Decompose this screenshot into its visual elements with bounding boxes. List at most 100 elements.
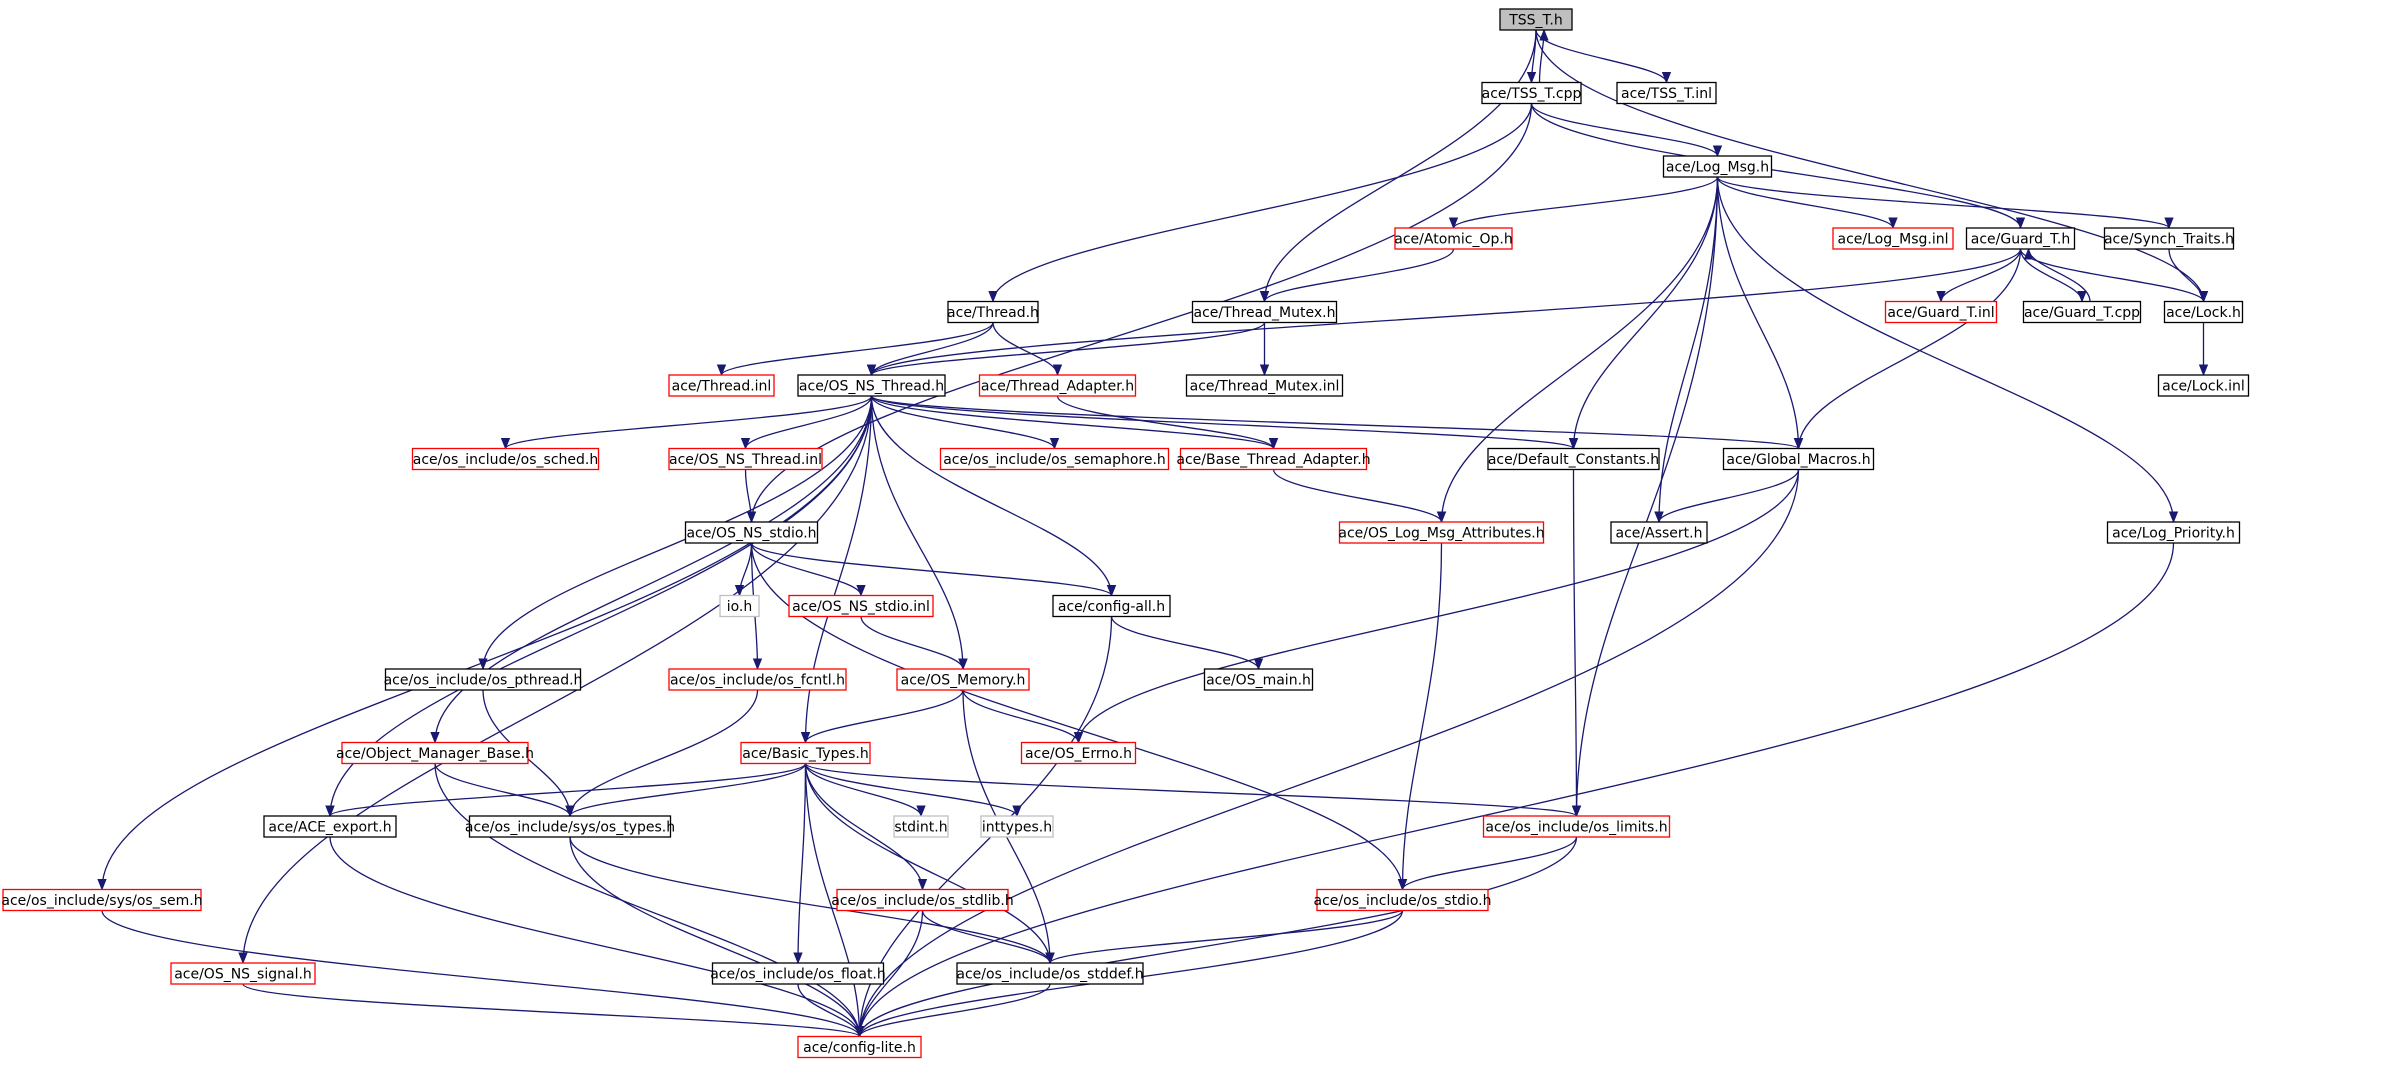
node-label: ace/Guard_T.inl bbox=[1887, 305, 1994, 321]
edge-basic_types_h-to-sys_os_types_h bbox=[565, 763, 807, 818]
edge-thread_h-to-os_ns_thread_h bbox=[866, 322, 994, 377]
edge-basic_types_h-to-os_stdlib_h bbox=[804, 763, 928, 891]
node-atomic-op-h[interactable]: ace/Atomic_Op.h bbox=[1394, 227, 1513, 250]
edge-os_ns_thread_h-to-sys_os_sem_h bbox=[97, 395, 873, 891]
node-label: ace/Guard_T.cpp bbox=[2024, 305, 2140, 321]
node-stdint-h[interactable]: stdint.h bbox=[893, 815, 949, 838]
node-label: ace/Log_Priority.h bbox=[2112, 526, 2235, 542]
node-os-stdlib-h[interactable]: ace/os_include/os_stdlib.h bbox=[831, 888, 1014, 912]
node-basic-types-h[interactable]: ace/Basic_Types.h bbox=[740, 741, 871, 765]
node-box bbox=[1185, 374, 1344, 397]
node-box bbox=[2106, 521, 2241, 544]
node-thread-inl[interactable]: ace/Thread.inl bbox=[668, 374, 775, 397]
node-box bbox=[978, 374, 1137, 397]
node-log-msg-inl[interactable]: ace/Log_Msg.inl bbox=[1832, 227, 1954, 250]
node-label: ace/os_include/sys/os_types.h bbox=[465, 820, 675, 836]
node-log-msg-h[interactable]: ace/Log_Msg.h bbox=[1662, 155, 1773, 178]
edge-tss_t_cpp-to-tss_t_h bbox=[1538, 28, 1549, 83]
node-box bbox=[896, 668, 1030, 691]
node-os-float-h[interactable]: ace/os_include/os_float.h bbox=[710, 962, 886, 985]
node-guard-t-inl[interactable]: ace/Guard_T.inl bbox=[1884, 300, 1998, 324]
node-lock-inl[interactable]: ace/Lock.inl bbox=[2157, 374, 2250, 397]
node-box bbox=[411, 447, 600, 471]
node-label: ace/os_include/sys/os_sem.h bbox=[1, 893, 202, 909]
node-label: ace/os_include/os_fcntl.h bbox=[670, 673, 845, 689]
edge-basic_types_h-to-os_limits_h bbox=[804, 762, 1581, 818]
edge-log_msg_h-to-log_msg_inl bbox=[1716, 176, 1898, 230]
node-assert-h[interactable]: ace/Assert.h bbox=[1610, 521, 1708, 544]
node-os-stdio-h[interactable]: ace/os_include/os_stdio.h bbox=[1314, 888, 1492, 912]
node-tss-t-cpp[interactable]: ace/TSS_T.cpp bbox=[1481, 81, 1582, 105]
node-os-ns-thread-inl[interactable]: ace/OS_NS_Thread.inl bbox=[668, 447, 823, 471]
node-os-ns-stdio-h[interactable]: ace/OS_NS_stdio.h bbox=[684, 521, 819, 544]
node-label: ace/os_include/os_semaphore.h bbox=[943, 452, 1166, 468]
node-label: ace/config-all.h bbox=[1058, 599, 1165, 615]
node-ace-export-h[interactable]: ace/ACE_export.h bbox=[263, 815, 397, 838]
node-label: ace/Global_Macros.h bbox=[1726, 452, 1870, 468]
node-box bbox=[1191, 300, 1338, 324]
node-os-ns-stdio-inl[interactable]: ace/OS_NS_stdio.inl bbox=[788, 594, 934, 618]
node-thread-adapter-h[interactable]: ace/Thread_Adapter.h bbox=[978, 374, 1137, 397]
node-os-main-h[interactable]: ace/OS_main.h bbox=[1203, 668, 1314, 691]
node-os-ns-thread-h[interactable]: ace/OS_NS_Thread.h bbox=[797, 374, 946, 397]
edge-os_stddef_h-to-config_lite_h bbox=[854, 983, 1051, 1038]
node-config-all-h[interactable]: ace/config-all.h bbox=[1052, 594, 1171, 618]
edge-os_ns_thread_h-to-os_sched_h bbox=[501, 395, 873, 450]
node-guard-t-h[interactable]: ace/Guard_T.h bbox=[1965, 227, 2076, 250]
node-global-macros-h[interactable]: ace/Global_Macros.h bbox=[1722, 447, 1875, 471]
node-synch-traits-h[interactable]: ace/Synch_Traits.h bbox=[2103, 227, 2235, 250]
node-guard-t-cpp[interactable]: ace/Guard_T.cpp bbox=[2022, 300, 2142, 324]
edge-layer bbox=[97, 28, 2209, 1038]
node-os-sched-h[interactable]: ace/os_include/os_sched.h bbox=[411, 447, 600, 471]
node-box bbox=[1499, 8, 1573, 31]
node-os-errno-h[interactable]: ace/OS_Errno.h bbox=[1020, 741, 1137, 765]
node-label: ace/OS_Errno.h bbox=[1025, 746, 1132, 762]
node-os-ns-signal-h[interactable]: ace/OS_NS_signal.h bbox=[170, 962, 316, 985]
edge-guard_t_h-to-lock_h bbox=[2019, 248, 2209, 303]
node-object-manager-base-h[interactable]: ace/Object_Manager_Base.h bbox=[336, 741, 534, 765]
edge-os_limits_h-to-os_stdio_h bbox=[1397, 836, 1578, 891]
edge-object_manager_base_h-to-sys_os_types_h bbox=[434, 763, 575, 818]
node-box bbox=[1487, 447, 1660, 471]
node-box bbox=[170, 962, 316, 985]
node-default-constants-h[interactable]: ace/Default_Constants.h bbox=[1487, 447, 1660, 471]
node-os-fcntl-h[interactable]: ace/os_include/os_fcntl.h bbox=[668, 668, 847, 691]
node-box bbox=[1616, 81, 1717, 105]
node-box bbox=[1179, 447, 1368, 471]
edge-ace_export_h-to-config_lite_h bbox=[329, 836, 865, 1038]
node-tss-t-inl[interactable]: ace/TSS_T.inl bbox=[1616, 81, 1717, 105]
node-thread-h[interactable]: ace/Thread.h bbox=[947, 300, 1039, 324]
node-base-thread-adapter-h[interactable]: ace/Base_Thread_Adapter.h bbox=[1176, 447, 1371, 471]
node-label: ace/OS_NS_signal.h bbox=[174, 967, 312, 983]
node-box bbox=[797, 1035, 922, 1059]
node-lock-h[interactable]: ace/Lock.h bbox=[2163, 300, 2244, 324]
edge-thread_mutex_h-to-os_ns_thread_h bbox=[867, 321, 1266, 377]
edge-global_macros_h-to-config_lite_h bbox=[854, 469, 1800, 1038]
edge-atomic_op_h-to-thread_mutex_h bbox=[1259, 248, 1455, 303]
node-os-limits-h[interactable]: ace/os_include/os_limits.h bbox=[1482, 815, 1671, 838]
edge-log_msg_h-to-log_priority_h bbox=[1716, 176, 2179, 524]
node-io-h[interactable]: io.h bbox=[719, 594, 760, 618]
node-inttypes-h[interactable]: inttypes.h bbox=[980, 815, 1054, 838]
node-os-memory-h[interactable]: ace/OS_Memory.h bbox=[896, 668, 1030, 691]
node-thread-mutex-h[interactable]: ace/Thread_Mutex.h bbox=[1191, 300, 1338, 324]
edge-thread_h-to-thread_inl bbox=[716, 322, 994, 377]
node-os-stddef-h[interactable]: ace/os_include/os_stddef.h bbox=[956, 962, 1144, 985]
edge-os_ns_thread_h-to-os_pthread_h bbox=[478, 395, 873, 671]
node-os-log-msg-attributes-h[interactable]: ace/OS_Log_Msg_Attributes.h bbox=[1338, 521, 1545, 544]
node-sys-os-types-h[interactable]: ace/os_include/sys/os_types.h bbox=[465, 815, 675, 838]
node-box bbox=[341, 741, 529, 765]
node-label: ace/os_include/os_pthread.h bbox=[384, 673, 583, 689]
node-sys-os-sem-h[interactable]: ace/os_include/sys/os_sem.h bbox=[1, 888, 203, 912]
node-thread-mutex-inl[interactable]: ace/Thread_Mutex.inl bbox=[1185, 374, 1344, 397]
edge-sys_os_types_h-to-os_stddef_h bbox=[569, 836, 1055, 965]
node-os-pthread-h[interactable]: ace/os_include/os_pthread.h bbox=[384, 668, 583, 691]
node-config-lite-h[interactable]: ace/config-lite.h bbox=[797, 1035, 922, 1059]
edge-tss_t_h-to-lock_h bbox=[1535, 29, 2209, 303]
node-log-priority-h[interactable]: ace/Log_Priority.h bbox=[2106, 521, 2241, 544]
node-os-semaphore-h[interactable]: ace/os_include/os_semaphore.h bbox=[939, 447, 1170, 471]
node-box bbox=[836, 888, 1009, 912]
node-tss-t-h[interactable]: TSS_T.h bbox=[1499, 8, 1573, 31]
node-box bbox=[1662, 155, 1773, 178]
